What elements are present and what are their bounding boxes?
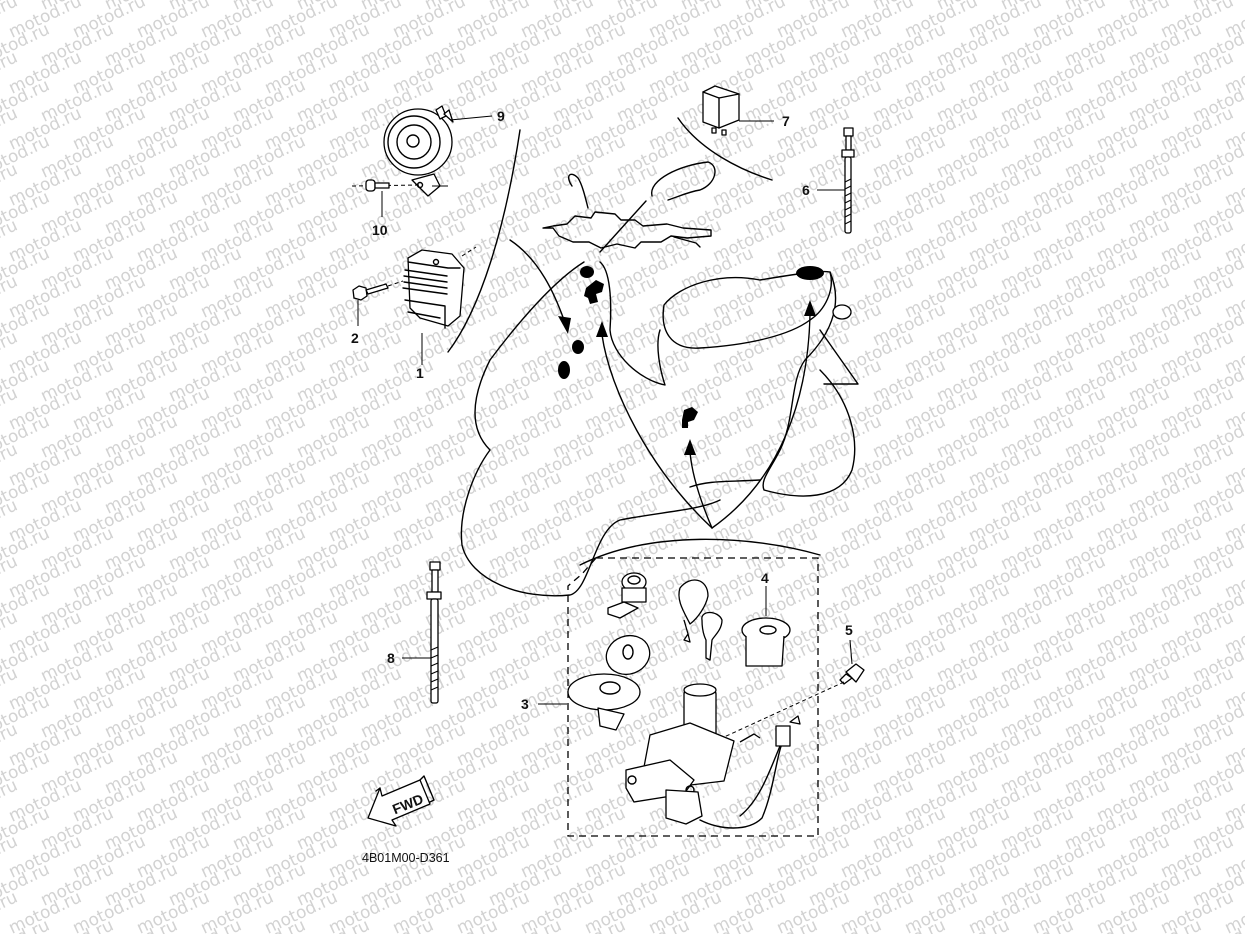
callout-1: 1	[416, 365, 424, 381]
callout-9: 9	[497, 108, 505, 124]
callout-8: 8	[387, 650, 395, 666]
callout-10: 10	[372, 222, 388, 238]
callout-2: 2	[351, 330, 359, 346]
callout-4: 4	[761, 570, 769, 586]
callout-5: 5	[845, 622, 853, 638]
callout-7: 7	[782, 113, 790, 129]
callout-3: 3	[521, 696, 529, 712]
drawing-code: 4B01M00-D361	[362, 851, 450, 865]
callout-6: 6	[802, 182, 810, 198]
